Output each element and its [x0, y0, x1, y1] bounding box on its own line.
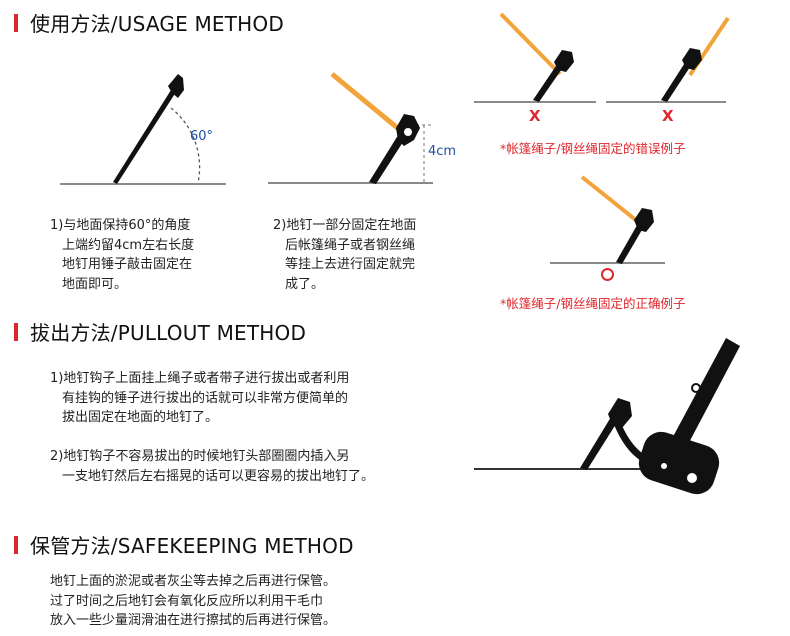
stake-hook-icon [608, 398, 632, 428]
pullout-step-1: 1)地钉钩子上面挂上绳子或者带子进行拔出或者利用 有挂钩的锤子进行拔出的话就可以… [50, 369, 349, 428]
tent-stake-icon [580, 412, 621, 470]
wrong-example-2 [606, 16, 730, 103]
usage-figure-height [268, 72, 433, 184]
pullout-figure [474, 338, 740, 495]
usage-step-2-line: 等挂上去进行固定就完 [285, 257, 416, 272]
angle-label: 60° [190, 129, 214, 144]
wrong-mark-icon: X [662, 107, 674, 125]
usage-step-2-line: 成了。 [285, 276, 325, 292]
safekeeping-line: 地钉上面的淤泥或者灰尘等去掉之后再进行保管。 [50, 574, 337, 589]
usage-step-2: 2)地钉一部分固定在地面 后帐篷绳子或者钢丝绳 等挂上去进行固定就完 成了。 [273, 216, 416, 294]
safekeeping-line: 放入一些少量润滑油在进行擦拭的后再进行保管。 [50, 613, 337, 628]
tent-stake-icon [113, 90, 176, 184]
safekeeping-line: 过了时间之后地钉会有氧化反应所以利用干毛巾 [50, 593, 324, 609]
pullout-title: 拔出方法/PULLOUT METHOD [30, 321, 307, 345]
right-mark-icon [601, 268, 614, 281]
tent-stake-icon [533, 60, 566, 102]
wrong-caption: *帐篷绳子/钢丝绳固定的错误例子 [500, 141, 686, 156]
heading-accent-bar [14, 13, 18, 32]
stake-hook-icon [168, 74, 184, 98]
usage-step-1-line: 1)与地面保持60°的角度 [50, 218, 191, 233]
hammer-ring [691, 383, 701, 393]
heading-accent-bar [14, 322, 18, 341]
right-example [550, 175, 665, 264]
tent-stake-icon [661, 58, 694, 102]
usage-figure-angle [60, 74, 226, 185]
hammer-handle [668, 338, 740, 452]
rope-icon [330, 72, 402, 132]
usage-heading: 使用方法/USAGE METHOD [14, 8, 284, 37]
right-caption: *帐篷绳子/钢丝绳固定的正确例子 [500, 296, 686, 311]
usage-step-1-line: 地钉用锤子敲击固定在 [62, 257, 193, 272]
hammer-icon [638, 431, 720, 495]
usage-title: 使用方法/USAGE METHOD [30, 12, 284, 36]
safekeeping-heading: 保管方法/SAFEKEEPING METHOD [14, 530, 354, 559]
pullout-step-1-line: 拔出固定在地面的地钉了。 [62, 410, 219, 425]
height-label: 4cm [428, 144, 457, 159]
stake-hook-icon [554, 50, 574, 72]
pullout-step-2: 2)地钉钩子不容易拔出的时候地钉头部圈圈内插入另 一支地钉然后左右摇晃的话可以更… [50, 447, 374, 486]
usage-step-2-line: 后帐篷绳子或者钢丝绳 [285, 237, 416, 253]
safekeeping-title: 保管方法/SAFEKEEPING METHOD [30, 534, 354, 558]
pullout-step-2-line: 一支地钉然后左右摇晃的话可以更容易的拔出地钉了。 [62, 468, 375, 484]
wrong-example-1 [474, 12, 596, 103]
usage-step-2-line: 2)地钉一部分固定在地面 [273, 218, 417, 233]
stake-hook-icon [634, 208, 654, 232]
stake-hook-icon [682, 48, 702, 70]
usage-step-1-line: 地面即可。 [62, 276, 128, 292]
rope-icon [580, 175, 644, 227]
angle-arc-icon [170, 107, 201, 184]
tent-stake-icon [616, 220, 646, 264]
usage-step-1-line: 上端约留4cm左右长度 [62, 237, 195, 253]
rope-icon [499, 12, 562, 76]
pullout-step-1-line: 有挂钩的锤子进行拔出的话就可以非常方便简单的 [62, 390, 349, 406]
wrong-mark-icon: X [529, 107, 541, 125]
heading-accent-bar [14, 535, 18, 554]
pullout-step-1-line: 1)地钉钩子上面挂上绳子或者带子进行拔出或者利用 [50, 371, 350, 386]
pullout-heading: 拔出方法/PULLOUT METHOD [14, 317, 306, 346]
safekeeping-text: 地钉上面的淤泥或者灰尘等去掉之后再进行保管。 过了时间之后地钉会有氧化反应所以利… [50, 572, 336, 631]
pullout-step-2-line: 2)地钉钩子不容易拔出的时候地钉头部圈圈内插入另 [50, 449, 350, 464]
usage-step-1: 1)与地面保持60°的角度 上端约留4cm左右长度 地钉用锤子敲击固定在 地面即… [50, 216, 194, 294]
